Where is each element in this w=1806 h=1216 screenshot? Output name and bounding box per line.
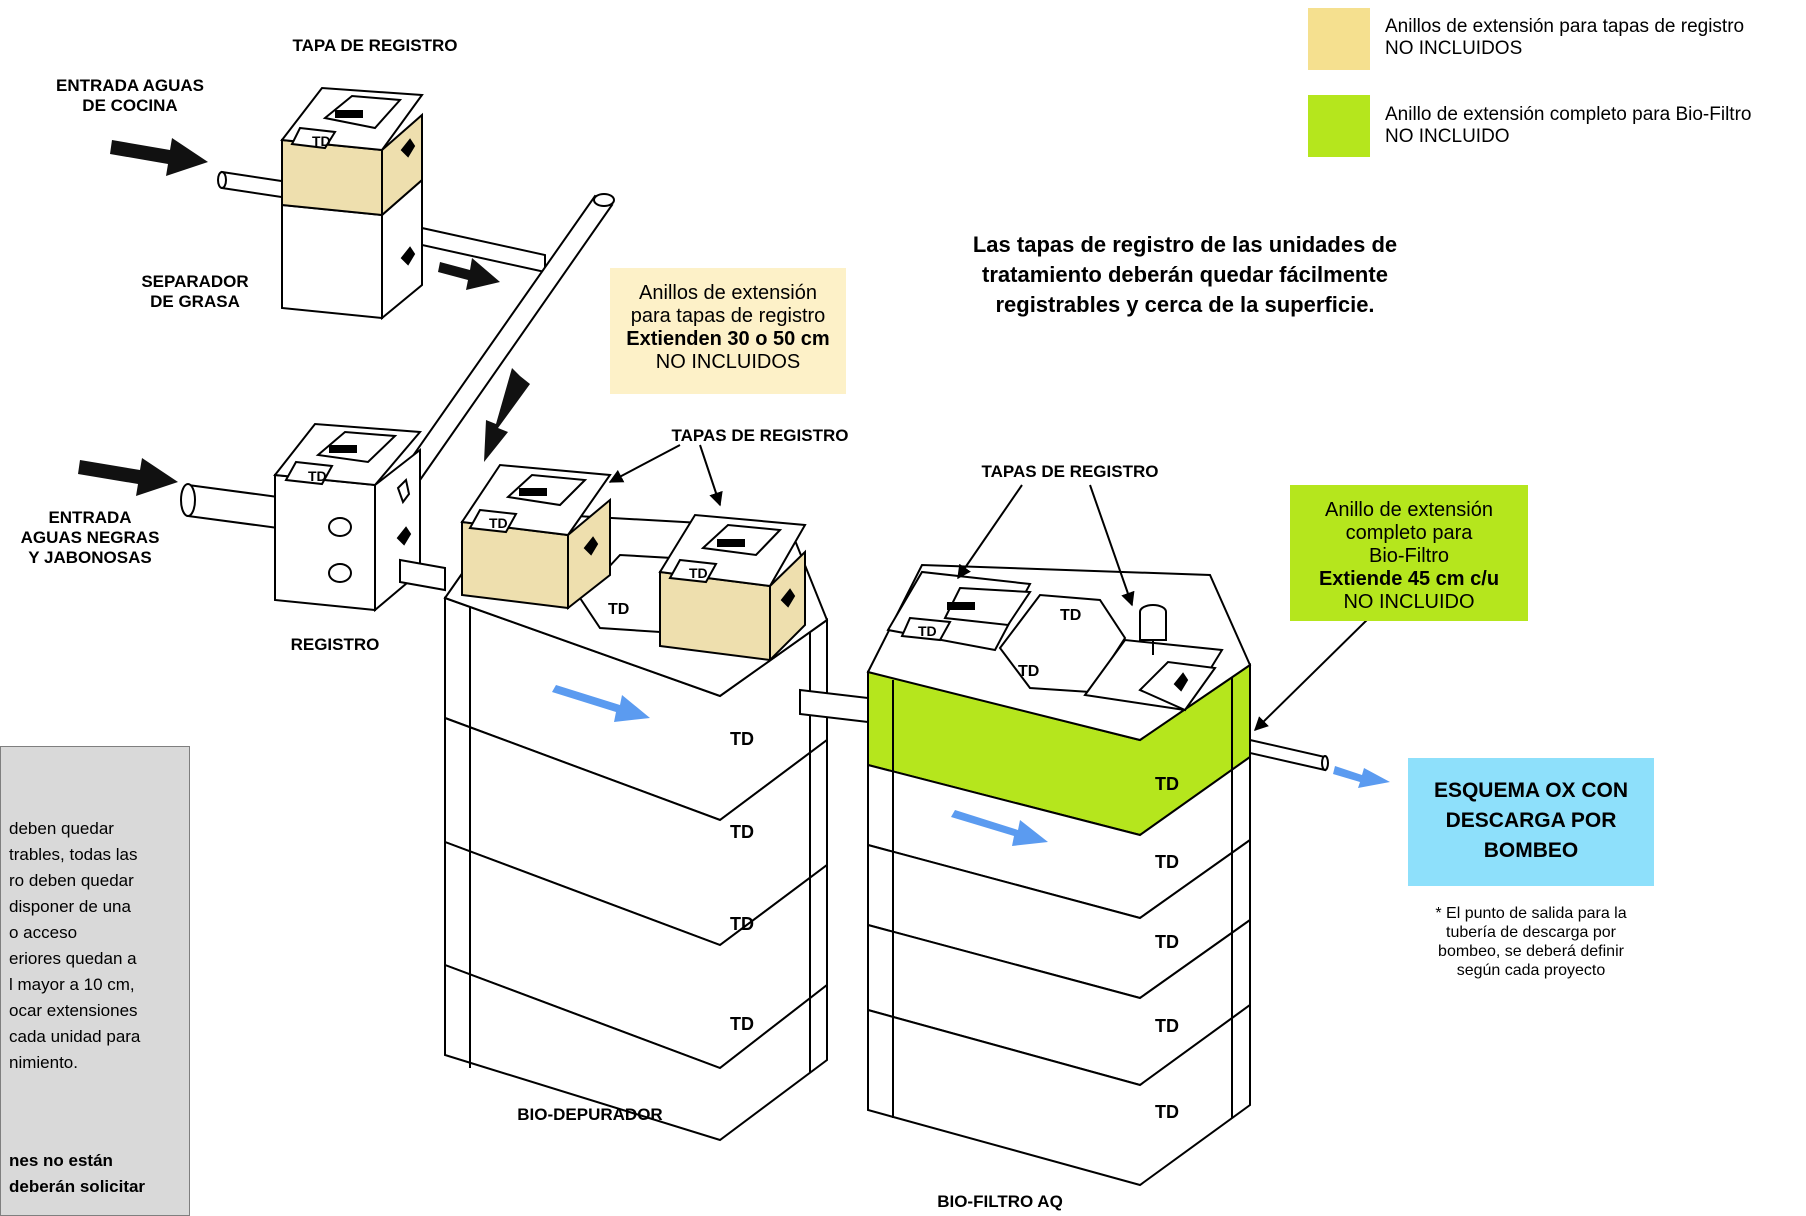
inflow-arrows — [78, 138, 530, 496]
grease-separator: TD — [217, 86, 546, 321]
label-entrada-negras-1: ENTRADA — [48, 508, 132, 527]
label-separador-1: SEPARADOR — [141, 272, 249, 291]
side-note-line: nimiento. — [9, 1053, 78, 1072]
side-note-bold-line: nes no están — [9, 1151, 113, 1170]
statement-line1: Las tapas de registro de las unidades de — [972, 232, 1398, 257]
side-note-bold-line: deberán solicitar — [9, 1177, 146, 1196]
bio-filtro: TD TD TD TD TD TD TD TD — [866, 563, 1329, 1187]
footnote-line2: tubería de descarga por — [1446, 924, 1616, 941]
legend-text-green: Anillo de extensión completo para Bio-Fi… — [1385, 104, 1751, 148]
svg-text:TD: TD — [1155, 932, 1179, 952]
svg-text:TD: TD — [1155, 774, 1179, 794]
callout-tapas-extension: Anillos de extensión para tapas de regis… — [610, 268, 846, 394]
statement: Las tapas de registro de las unidades de… — [920, 230, 1450, 320]
label-bio-depurador: BIO-DEPURADOR — [517, 1105, 663, 1124]
callout-tapas-line4: NO INCLUIDOS — [655, 351, 801, 373]
footnote-line1: * El punto de salida para la — [1435, 905, 1627, 922]
svg-text:TD: TD — [308, 468, 327, 484]
statement-line2: tratamiento deberán quedar fácilmente — [982, 262, 1388, 287]
statement-line3: registrables y cerca de la superficie. — [995, 292, 1375, 317]
legend-text-beige: Anillos de extensión para tapas de regis… — [1385, 16, 1744, 60]
label-separador: SEPARADOR DE GRASA — [110, 272, 280, 312]
label-tapas-registro-depurador: TAPAS DE REGISTRO — [671, 426, 849, 445]
svg-text:TD: TD — [1060, 607, 1081, 624]
inspection-box: TD — [180, 422, 446, 613]
grease-separator-extension-ring — [281, 138, 383, 217]
label-entrada-negras-3: Y JABONOSAS — [28, 548, 152, 567]
footnote: * El punto de salida para la tubería de … — [1400, 904, 1662, 980]
callout-biofiltro-line5: NO INCLUIDO — [1343, 591, 1475, 613]
svg-text:TD: TD — [730, 822, 754, 842]
svg-text:TD: TD — [1155, 1016, 1179, 1036]
svg-text:TD: TD — [730, 729, 754, 749]
footnote-line4: según cada proyecto — [1456, 962, 1606, 979]
callout-tapas-line2: para tapas de registro — [630, 305, 826, 327]
label-entrada-negras: ENTRADA AGUAS NEGRAS Y JABONOSAS — [10, 508, 170, 568]
side-note-line: l mayor a 10 cm, — [9, 975, 135, 994]
callout-biofiltro-extension: Anillo de extensión completo para Bio-Fi… — [1290, 485, 1528, 621]
side-note-line: deben quedar — [9, 819, 114, 838]
legend-swatch-green — [1308, 95, 1370, 157]
legend-swatch-beige — [1308, 8, 1370, 70]
svg-text:TD: TD — [730, 1014, 754, 1034]
scheme-line3: BOMBEO — [1483, 839, 1579, 862]
label-separador-2: DE GRASA — [150, 292, 240, 311]
sewage-inlet-pipe — [187, 483, 279, 530]
label-entrada-cocina: ENTRADA AGUAS DE COCINA — [30, 76, 230, 116]
callout-tapas-line3: Extienden 30 o 50 cm — [626, 328, 830, 350]
pump-discharge-pipe — [1249, 738, 1326, 772]
side-note-line: cada unidad para — [9, 1027, 141, 1046]
svg-text:TD: TD — [1155, 852, 1179, 872]
label-registro: REGISTRO — [290, 635, 380, 654]
legend-beige-line2: NO INCLUIDOS — [1385, 38, 1523, 59]
svg-text:TD: TD — [689, 565, 708, 581]
depurador-extension-ring-2: TD — [658, 513, 807, 663]
label-tapa-registro: TAPA DE REGISTRO — [292, 36, 458, 55]
callout-tapas-line1: Anillos de extensión — [639, 282, 817, 304]
callout-biofiltro-line2: completo para — [1345, 522, 1473, 544]
scheme-line1: ESQUEMA OX CON — [1433, 779, 1629, 802]
svg-text:TD: TD — [730, 914, 754, 934]
label-entrada-cocina-1: ENTRADA AGUAS — [56, 76, 204, 95]
legend-green-line2: NO INCLUIDO — [1385, 126, 1510, 147]
label-entrada-negras-2: AGUAS NEGRAS — [20, 528, 160, 547]
callout-biofiltro-line4: Extiende 45 cm c/u — [1318, 568, 1500, 590]
bio-depurador: TD TD TD TD TD TD TD — [443, 463, 869, 1142]
label-bio-filtro: BIO-FILTRO AQ — [937, 1192, 1063, 1211]
svg-text:TD: TD — [312, 133, 331, 149]
label-tapas-registro-filtro: TAPAS DE REGISTRO — [981, 462, 1159, 481]
side-note-line: trables, todas las — [9, 845, 138, 864]
callout-biofiltro-line3: Bio-Filtro — [1368, 545, 1449, 567]
svg-text:TD: TD — [489, 515, 508, 531]
side-note-line: eriores quedan a — [9, 949, 137, 968]
side-note-line: o acceso — [9, 923, 78, 942]
svg-text:TD: TD — [1155, 1102, 1179, 1122]
kitchen-inlet-pipe — [221, 170, 289, 200]
label-entrada-cocina-2: DE COCINA — [82, 96, 178, 115]
legend-beige-line1: Anillos de extensión para tapas de regis… — [1385, 16, 1745, 37]
side-note-line: disponer de una — [9, 897, 131, 916]
flow-arrows — [552, 685, 1390, 846]
leader-lines — [608, 444, 1373, 731]
side-note-line: ro deben quedar — [9, 871, 134, 890]
svg-text:TD: TD — [918, 623, 937, 639]
svg-text:TD: TD — [1018, 663, 1039, 680]
depurador-extension-ring-1: TD — [460, 463, 612, 611]
side-note-line: ocar extensiones — [9, 1001, 138, 1020]
footnote-line3: bombeo, se deberá definir — [1438, 943, 1624, 960]
legend-green-line1: Anillo de extensión completo para Bio-Fi… — [1385, 104, 1752, 125]
svg-text:TD: TD — [608, 601, 629, 618]
side-note: deben quedar trables, todas las ro deben… — [0, 746, 190, 1216]
scheme-line2: DESCARGA POR — [1445, 809, 1617, 832]
scheme-box: ESQUEMA OX CON DESCARGA POR BOMBEO — [1408, 758, 1654, 886]
callout-biofiltro-line1: Anillo de extensión — [1325, 499, 1493, 521]
